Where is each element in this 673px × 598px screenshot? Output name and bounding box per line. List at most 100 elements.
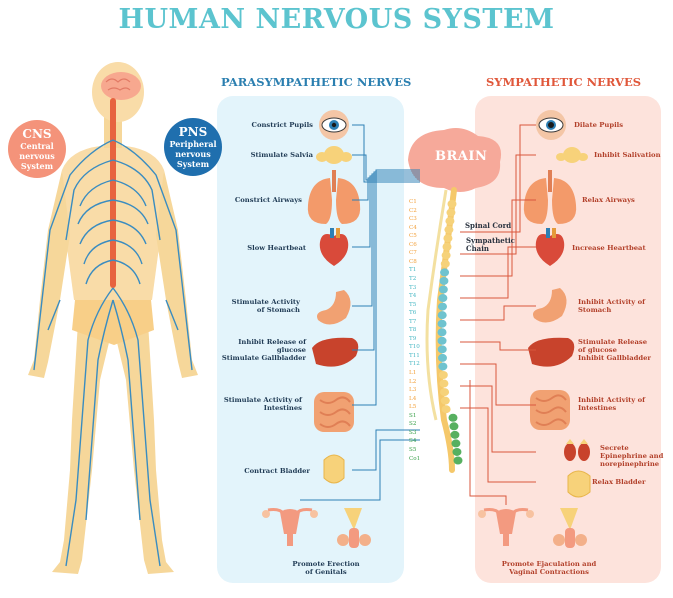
para-nerve-line-9 (300, 439, 420, 501)
para-female-reproductive-icon (262, 508, 318, 546)
chain-ganglion-s1 (448, 413, 458, 422)
vertebra-label-s4: S4 (409, 438, 417, 445)
brain-label: BRAIN (435, 149, 488, 164)
para-nerve-line-4 (352, 175, 420, 248)
vertebra-label-co1: Co1 (409, 455, 421, 462)
para-lungs-icon (307, 170, 361, 224)
para-stomach-icon (317, 290, 351, 325)
symp-label-2-line-1: Inhibit Salivation (594, 151, 661, 159)
chain-ganglion-s3 (450, 430, 460, 439)
para-nerve-line-6 (352, 171, 420, 351)
vertebra-label-t11: T11 (409, 352, 420, 359)
symp-label-3: Relax Airways (582, 196, 635, 204)
vertebra-label-t8: T8 (409, 327, 417, 334)
para-nerve-line-5 (352, 173, 420, 307)
central-brain (408, 128, 502, 192)
chain-ganglion-c4 (444, 225, 454, 234)
symp-bladder-icon (567, 470, 591, 498)
symp-label-6-line-3: Inhibit Gallbladder (578, 354, 652, 362)
vertebra-label-t9: T9 (409, 335, 417, 342)
symp-salivary-gland-icon (556, 147, 588, 163)
chain-ganglion-c8 (440, 259, 450, 268)
symp-female-reproductive-icon (478, 508, 534, 546)
symp-label-9: Relax Bladder (592, 478, 646, 486)
symp-nerve-line-5 (460, 305, 536, 321)
para-liver-icon (312, 337, 359, 367)
chain-ganglion-l4 (440, 396, 450, 405)
chain-ganglion-t5 (437, 302, 447, 311)
para-eye-icon (319, 110, 349, 140)
cns-line3: System (20, 160, 54, 171)
vertebra-label-s5: S5 (409, 446, 417, 453)
vertebra-label-t1: T1 (409, 267, 417, 274)
chain-ganglion-t1 (440, 268, 450, 277)
symp-label-3-line-1: Relax Airways (582, 196, 635, 204)
chain-ganglion-co1 (453, 456, 463, 465)
pns-line3: System (176, 158, 210, 169)
page-title: HUMAN NERVOUS SYSTEM (118, 4, 555, 35)
para-heart-icon (319, 228, 349, 266)
chain-ganglion-t8 (437, 328, 447, 337)
symp-label-6-line-1: Stimulate Release (578, 338, 648, 346)
cns-badge: CNS Central nervous System (8, 120, 66, 178)
symp-label-8-line-1: Secrete (600, 444, 629, 452)
vertebra-label-s2: S2 (409, 421, 417, 428)
para-label-3-line-1: Constrict Airways (234, 196, 302, 204)
chain-ganglion-c2 (446, 208, 456, 217)
para-label-2-line-1: Stimulate Salvia (250, 151, 313, 159)
para-bladder-icon (323, 454, 345, 484)
vertebra-label-l1: L1 (409, 370, 417, 376)
central-spine-group (408, 128, 502, 473)
vertebra-label-s1: S1 (409, 412, 417, 419)
chain-ganglion-c3 (445, 217, 455, 226)
chain-ganglion-c1 (447, 200, 457, 208)
symp-heart-icon (535, 228, 565, 266)
chain-ganglion-s5 (452, 447, 462, 456)
chain-ganglion-c7 (441, 251, 451, 260)
vertebra-label-t7: T7 (409, 318, 417, 325)
parasympathetic-header: PARASYMPATHETIC NERVES (221, 75, 412, 89)
chain-ganglion-l3 (440, 388, 450, 397)
symp-intestines-icon (530, 390, 570, 430)
symp-label-8-line-2: Epinephrine and (600, 452, 664, 460)
vertebra-label-l2: L2 (409, 378, 417, 385)
chain-ganglion-l5 (441, 405, 451, 414)
chain-ganglion-t12 (438, 362, 448, 371)
para-label-1-line-1: Constrict Pupils (251, 121, 313, 129)
symp-label-8-line-3: norepinephrine (600, 460, 660, 468)
para-label-6-line-2: glucose (276, 346, 306, 354)
para-label-3: Constrict Airways (235, 196, 302, 204)
symp-label-1-line-1: Dilate Pupils (574, 121, 624, 129)
sympathetic-header: SYMPATHETIC NERVES (486, 75, 642, 89)
para-nerve-line-1 (352, 124, 420, 183)
chain-ganglion-l1 (438, 371, 448, 379)
pns-line1: Peripheral (169, 138, 217, 149)
para-label-2: Stimulate Salvia (251, 151, 313, 159)
chain-ganglion-t11 (437, 353, 447, 362)
symp-nerve-line-4 (460, 246, 536, 299)
vertebra-label-t3: T3 (409, 284, 417, 291)
sympathetic-chain-label-line1: Sympathetic (466, 236, 515, 245)
vertebra-label-t6: T6 (409, 310, 417, 317)
symp-nerve-line-3 (460, 199, 536, 277)
para-male-reproductive-icon (337, 508, 371, 548)
vertebra-label-c6: C6 (409, 241, 417, 248)
para-nerve-line-7 (352, 169, 420, 406)
sympathetic-chain (437, 200, 463, 465)
chain-ganglion-c6 (442, 242, 452, 251)
para-label-4-line-1: Slow Heartbeat (247, 244, 306, 252)
para-label-8-line-1: Contract Bladder (244, 467, 310, 475)
vertebra-label-c8: C8 (409, 258, 417, 265)
pns-badge: PNS Peripheral nervous System (164, 118, 222, 176)
symp-liver-icon (528, 337, 575, 367)
para-nerve-line-8 (352, 429, 420, 471)
pns-line2: nervous (175, 148, 211, 159)
sympathetic-nerve-lines (460, 124, 536, 505)
